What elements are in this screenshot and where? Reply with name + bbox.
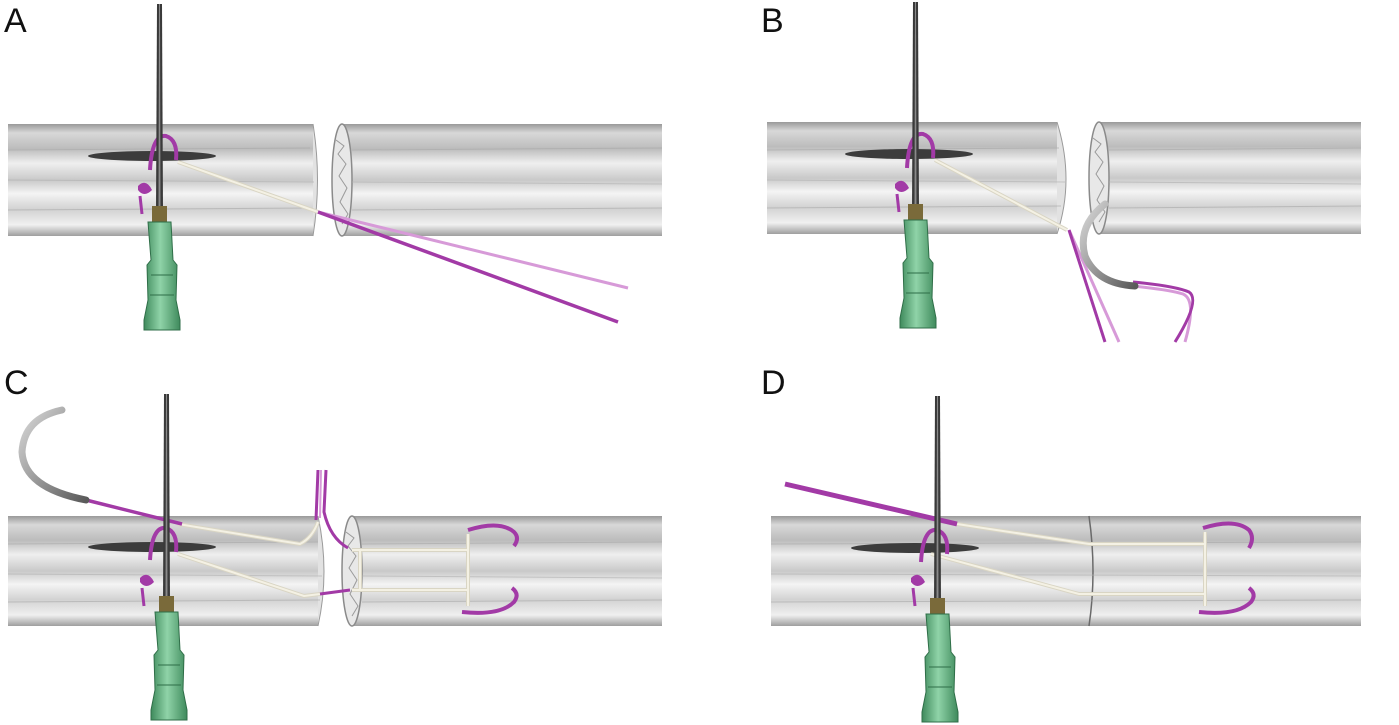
suture-white-strand-core (930, 523, 1206, 606)
panel-a: A (0, 0, 700, 362)
panel-label: D (761, 364, 786, 402)
nerve-stump-distal (331, 123, 663, 237)
suture-white-strand-core (934, 159, 1068, 231)
suture-tail-light (317, 210, 629, 290)
suture-lower-link (319, 588, 351, 596)
suture-distal-loop-bottom (1198, 586, 1256, 615)
panel-label: C (4, 364, 29, 402)
nerve-stump-distal (1088, 121, 1362, 235)
suture-distal-loop-top (467, 523, 519, 548)
nerve-coapted (770, 515, 1362, 627)
suture-tail-light (1067, 229, 1121, 343)
suture-through-distal (1132, 284, 1192, 343)
suture-gap-strands (314, 469, 349, 550)
suture-white-strand-core (177, 521, 319, 546)
suture-white-strand-core (177, 161, 319, 213)
panel-c: C (0, 362, 700, 724)
panel-d: D (699, 362, 1399, 724)
panel-c-illustration (7, 394, 663, 721)
panel-b: B (699, 0, 1399, 362)
suture-gap-strands-light (319, 469, 322, 519)
hypodermic-needle-icon (921, 396, 959, 723)
hypodermic-needle-icon (899, 2, 937, 329)
panel-label: B (761, 2, 784, 40)
hypodermic-needle-icon (143, 4, 181, 331)
suture-loop (905, 131, 936, 169)
panel-b-illustration (766, 2, 1362, 343)
suture-knot (895, 180, 909, 213)
panel-a-illustration (7, 4, 663, 331)
suture-through-distal-dark (1132, 280, 1195, 343)
suture-knot (140, 574, 154, 607)
suture-distal-loop-top (1202, 521, 1254, 550)
suture-white-strand-lower-core (177, 553, 321, 598)
panel-label: A (4, 2, 27, 40)
suture-knot (911, 574, 925, 607)
curved-suture-needle-icon (1079, 200, 1139, 290)
suture-distal-loop-bottom (461, 586, 519, 615)
epineurial-window (851, 543, 979, 553)
suture-loop (148, 133, 179, 171)
suture-knot (138, 182, 152, 215)
suture-pull-strand (784, 481, 958, 527)
panel-d-illustration (770, 396, 1362, 723)
suture-white-distal-grid-core (352, 534, 469, 606)
hypodermic-needle-icon (150, 394, 188, 721)
suture-tail-dark (1067, 229, 1107, 343)
curved-suture-needle-icon (18, 406, 90, 504)
suture-tail-dark (317, 210, 619, 324)
